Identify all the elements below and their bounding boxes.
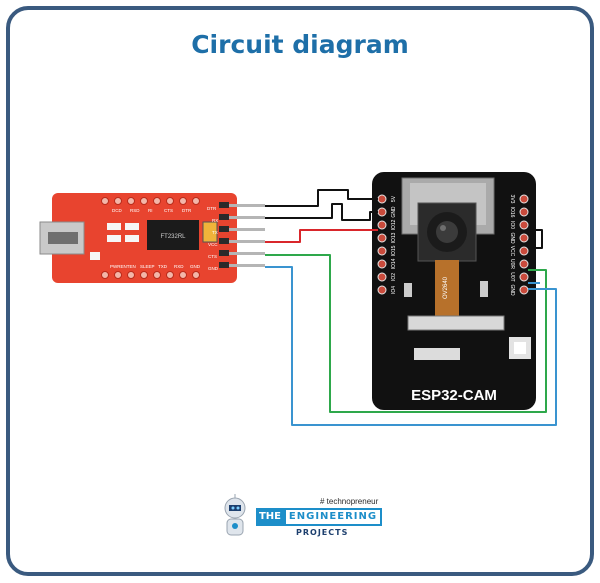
ftdi-chip-label: FT232RL xyxy=(160,234,186,240)
ftdi-bottom-labels: PWRENTEN SLEEP TXD RXD GND xyxy=(110,264,201,269)
ftdi-pin-label: DTR xyxy=(207,206,217,211)
ftdi-board xyxy=(52,193,237,283)
fpc-connector xyxy=(407,315,505,331)
ftdi-pin-label: RX xyxy=(212,218,218,223)
esp32-left-pin-labels: 5V GND IO12 IO13 IO15 IO14 IO2 IO4 xyxy=(391,195,397,294)
diagram-title: Circuit diagram xyxy=(191,30,409,59)
esp32-pin-label: GND xyxy=(391,206,397,218)
esp32-pin-label: IO15 xyxy=(391,245,397,256)
smd-component xyxy=(107,223,121,230)
ribbon-label: OV2640 xyxy=(443,276,449,299)
esp32-pin-label: IO13 xyxy=(391,232,397,243)
robot-mascot-icon xyxy=(224,494,246,536)
ftdi-bottom-label: RXD xyxy=(174,264,184,269)
esp32-pin-label: U0T xyxy=(509,272,515,281)
ftdi-adapter: FT232RL DCD RSD xyxy=(39,193,265,283)
smd-component xyxy=(125,223,139,230)
ftdi-bottom-label: SLEEP xyxy=(140,264,155,269)
flash-led-lens xyxy=(514,342,526,354)
ftdi-top-label: RSD xyxy=(130,208,140,213)
smd-component xyxy=(480,281,488,297)
brand-hashtag: # technopreneur xyxy=(320,497,379,506)
ftdi-chip xyxy=(147,220,199,250)
ftdi-top-label: DTR xyxy=(182,208,192,213)
camera-ribbon xyxy=(435,260,459,316)
wire-black-io0-jumper xyxy=(529,229,543,249)
board-label: ESP32-CAM xyxy=(411,387,497,404)
ftdi-top-holes xyxy=(101,197,200,205)
esp32-pin-label: IO14 xyxy=(391,258,397,269)
smd-component xyxy=(404,283,412,297)
camera-lens-inner xyxy=(436,221,458,243)
ftdi-pin-label: VCC xyxy=(208,242,218,247)
smd-component xyxy=(90,252,100,260)
ftdi-top-label: DCD xyxy=(112,208,122,213)
brand-engineering: ENGINEERING xyxy=(286,510,380,524)
smd-component xyxy=(107,235,121,242)
esp32-pin-label: U0R xyxy=(509,259,515,269)
usb-port-icon xyxy=(48,232,78,244)
ftdi-header-pins xyxy=(219,202,265,268)
ftdi-top-label: CTS xyxy=(164,208,173,213)
esp32-pin-label: VCC xyxy=(509,246,515,257)
wires xyxy=(265,189,557,426)
smd-component xyxy=(414,348,460,360)
ftdi-pin-label: GND xyxy=(208,266,219,271)
ftdi-bottom-label: TXD xyxy=(158,264,168,269)
esp32-pin-label: IO4 xyxy=(391,286,397,294)
esp32-pin-label: 3V3 xyxy=(509,195,515,204)
esp32-right-pin-labels: 3V3 IO16 IO0 GND VCC U0R U0T GND xyxy=(509,195,515,296)
esp32-cam-module: OV2640 ESP32-CAM 5V xyxy=(372,172,536,410)
smd-component xyxy=(125,235,139,242)
esp32-pin-label: IO16 xyxy=(509,207,515,218)
esp32-left-pin-holes xyxy=(377,194,387,295)
ftdi-top-labels: DCD RSD RI CTS DTR xyxy=(112,208,192,213)
ftdi-pin-label: CTS xyxy=(208,254,217,259)
brand-the: THE xyxy=(258,511,282,522)
wire-black-gnd-loop xyxy=(265,203,378,221)
ftdi-pin-labels: DTR RX TX VCC CTS GND xyxy=(207,206,219,271)
esp32-pin-label: 5V xyxy=(391,195,397,202)
ftdi-bottom-holes xyxy=(101,271,200,279)
esp32-pin-label: GND xyxy=(509,284,515,296)
ftdi-bottom-label: PWRENTEN xyxy=(110,264,136,269)
brand-projects: PROJECTS xyxy=(296,528,349,537)
esp32-pin-label: IO0 xyxy=(509,221,515,229)
lens-highlight xyxy=(440,225,446,231)
wire-black-gnd xyxy=(265,189,378,207)
wire-red-vcc xyxy=(265,229,378,243)
wire-blue-tx xyxy=(265,266,557,426)
voltage-jumper xyxy=(202,221,218,243)
esp32-pin-label: GND xyxy=(509,232,515,244)
ftdi-bottom-label: GND xyxy=(190,264,201,269)
ftdi-top-label: RI xyxy=(148,208,153,213)
ftdi-pin-label: TX xyxy=(212,230,218,235)
esp32-pin-label: IO2 xyxy=(391,273,397,281)
esp32-pin-label: IO12 xyxy=(391,219,397,230)
wire-green-rx xyxy=(265,254,547,413)
